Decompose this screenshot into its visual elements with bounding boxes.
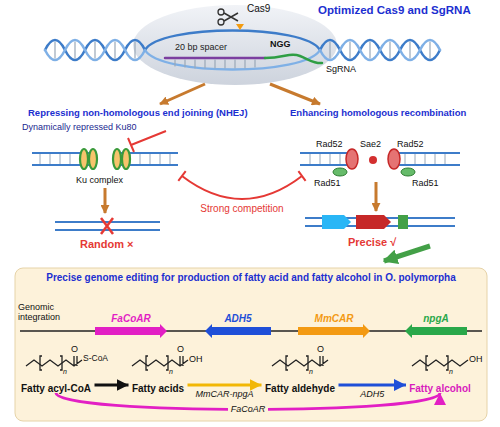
flow-arrow xyxy=(160,84,205,104)
broken-dna-left xyxy=(32,149,178,169)
text-label: Genomic integration xyxy=(18,302,76,323)
gene-arrow-body xyxy=(298,324,370,338)
text-label: Sae2 xyxy=(360,139,381,149)
text-label: n xyxy=(309,368,313,376)
gene-name: ADH5 xyxy=(224,312,251,325)
connector-arrow xyxy=(95,384,129,387)
gene-arrow: npgA xyxy=(405,310,467,338)
dna-helix xyxy=(45,31,440,70)
panel-title: Precise genome editing for production of… xyxy=(15,268,487,284)
text-label: Repressing non-homologous end joining (N… xyxy=(28,108,248,119)
text-label: Precise √ xyxy=(348,236,396,249)
compound-name: Fatty acyl-CoA xyxy=(21,382,91,395)
cas9-protein xyxy=(133,5,337,85)
compound-box: Fatty acyl-CoA xyxy=(19,378,94,392)
text-label: SgRNA xyxy=(326,64,356,74)
gene-arrow: ADH5 xyxy=(205,310,271,338)
compound-name: Fatty alcohol xyxy=(409,382,471,395)
text-label: Rad52 xyxy=(397,139,424,149)
competition-bracket xyxy=(178,171,305,199)
flow-arrow xyxy=(384,246,430,261)
inhibition-line xyxy=(128,131,166,152)
text-label: Rad51 xyxy=(314,178,341,188)
edge-label: MmCAR-npgA xyxy=(195,389,253,399)
text-label: Rad51 xyxy=(412,178,439,188)
connector-arrow xyxy=(188,384,262,387)
text-label: Rad52 xyxy=(316,139,343,149)
gene-name: MmCAR xyxy=(315,312,354,325)
text-label: NGG xyxy=(270,39,291,49)
text-label: OH xyxy=(469,354,483,364)
repair-dna-right xyxy=(300,149,460,176)
compound-box: Fatty alcohol xyxy=(407,378,473,392)
edge-label: FaCoAR xyxy=(228,404,269,414)
flow-arrow xyxy=(375,182,378,211)
gene-arrow-body xyxy=(95,324,167,338)
text-label: Random × xyxy=(80,238,133,251)
random-dna xyxy=(55,218,160,234)
scissors-icon xyxy=(218,9,244,30)
gene-arrow: FaCoAR xyxy=(95,310,167,338)
text-label: O xyxy=(177,344,184,354)
flow-arrow xyxy=(104,188,107,213)
text-label: Ku complex xyxy=(76,175,123,185)
text-label: 20 bp spacer xyxy=(175,42,227,52)
text-label: Strong competition xyxy=(200,203,283,215)
gene-arrow-body xyxy=(405,324,467,338)
text-label: OH xyxy=(189,354,203,364)
gene-name: npgA xyxy=(423,312,449,325)
compound-box: Fatty aldehyde xyxy=(263,378,338,392)
gene-arrow-shape xyxy=(205,324,271,338)
text-label: O xyxy=(317,344,324,354)
text-label: Optimized Cas9 and SgRNA xyxy=(318,4,471,17)
compound-box: Fatty acids xyxy=(130,378,187,392)
edge-label: ADH5 xyxy=(360,389,384,399)
flow-arrow xyxy=(270,84,320,104)
text-label: n xyxy=(169,368,173,376)
precise-dna xyxy=(305,215,455,229)
text-label: n xyxy=(63,368,67,376)
compound-name: Fatty acids xyxy=(132,382,184,395)
text-label: Cas9 xyxy=(247,3,270,15)
gene-arrow-shape xyxy=(298,324,370,338)
text-label: n xyxy=(449,368,453,376)
compound-name: Fatty aldehyde xyxy=(265,382,335,395)
panel-ground xyxy=(15,268,487,421)
gene-arrow-shape xyxy=(95,324,167,338)
gene-arrow: MmCAR xyxy=(298,310,370,338)
text-label: Enhancing homologous recombination xyxy=(290,108,466,119)
text-label: S-CoA xyxy=(83,354,108,364)
text-label: Dynamically repressed Ku80 xyxy=(22,122,137,132)
text-label: O xyxy=(71,344,78,354)
gene-arrow-shape xyxy=(405,324,467,338)
gene-name: FaCoAR xyxy=(111,312,150,325)
connector-arrow xyxy=(339,384,407,387)
gene-arrow-body xyxy=(205,324,271,338)
